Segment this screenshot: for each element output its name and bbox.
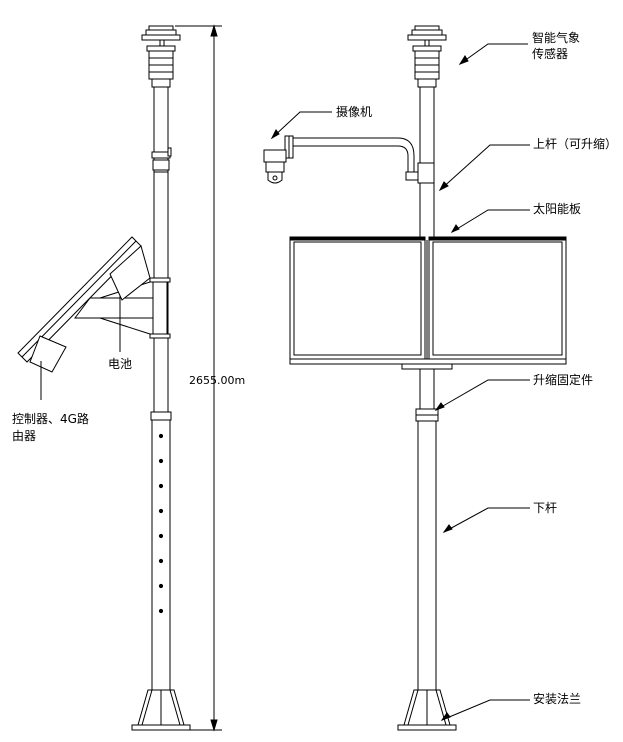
label-controller-line1: 控制器、4G路: [12, 411, 89, 426]
solar-panel-pair: [289, 236, 567, 370]
label-solar-panel: 太阳能板: [533, 201, 581, 216]
left-weather-sensor: [141, 25, 181, 88]
label-weather-sensor-line2: 传感器: [532, 46, 568, 61]
left-solar-panel-tilted: [17, 236, 151, 373]
camera-arm: [284, 135, 435, 184]
label-mounting-flange: 安装法兰: [533, 691, 581, 706]
camera: [263, 149, 287, 184]
height-dimension: [175, 24, 222, 732]
leader-lines: [270, 43, 530, 722]
label-battery: 电池: [108, 357, 132, 371]
right-weather-sensor: [407, 25, 447, 88]
left-upper-pole: [153, 86, 169, 173]
dimension-height-text: 2655.00m: [189, 374, 245, 387]
label-weather-sensor-line1: 智能气象: [532, 30, 580, 45]
label-lower-pole: 下杆: [533, 501, 557, 515]
label-upper-pole: 上杆（可升缩）: [533, 136, 617, 151]
label-telescopic-fixture: 升缩固定件: [533, 372, 593, 387]
label-camera: 摄像机: [336, 104, 372, 119]
left-side-view: [17, 24, 222, 732]
label-controller-line2: 由器: [12, 429, 36, 443]
right-front-view: [263, 25, 567, 731]
right-base-flange: [397, 689, 457, 731]
left-base-flange: [131, 689, 191, 731]
left-pole-holes: [158, 433, 164, 614]
right-upper-pole: [419, 86, 435, 168]
right-lower-pole: [417, 420, 437, 691]
